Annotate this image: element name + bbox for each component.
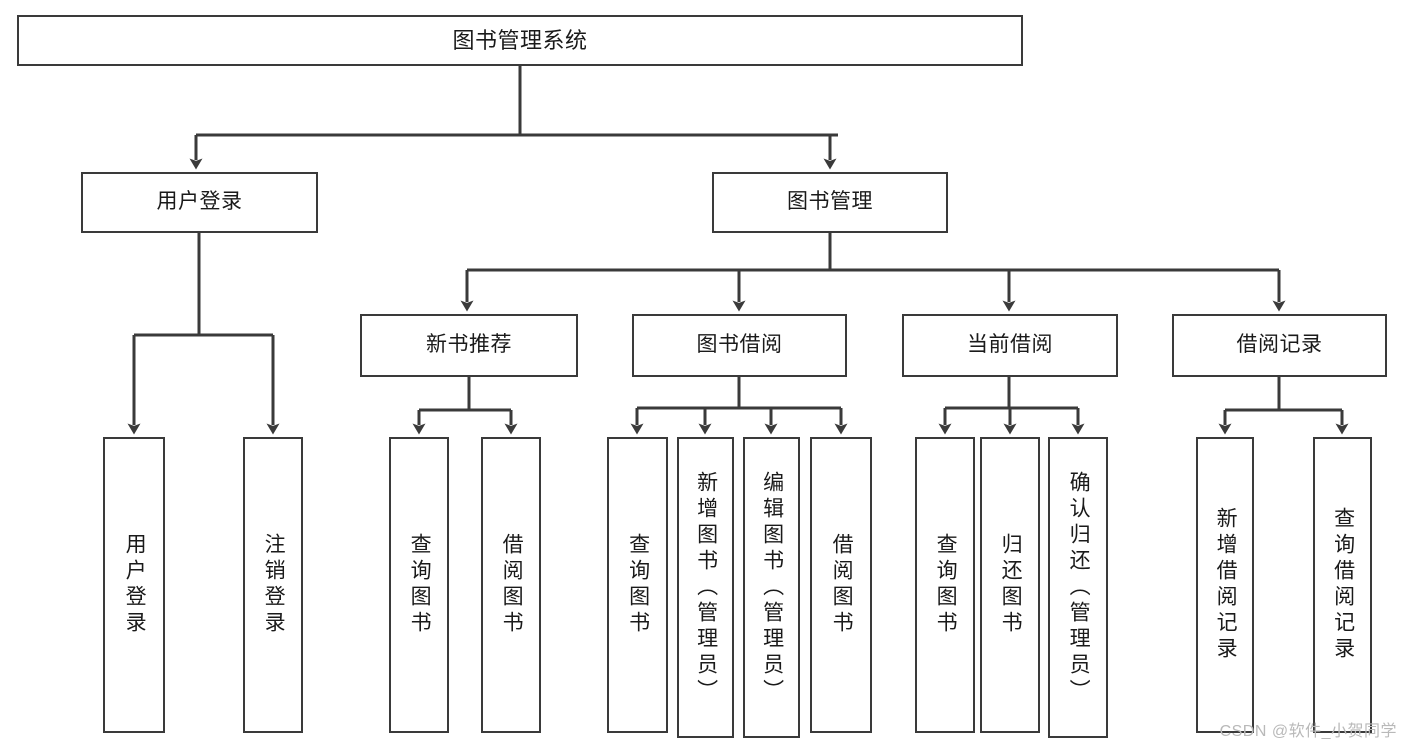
node-leaf-edit-book-label: 编辑图书（管理员） [760,470,784,705]
node-leaf-add-record-label: 新增借阅记录 [1214,507,1238,663]
node-leaf-return-book[interactable]: 归还图书 [980,437,1040,733]
node-new-book-rec-label: 新书推荐 [426,333,512,357]
node-leaf-query-book-cur-label: 查询图书 [934,533,958,637]
node-user-login[interactable]: 用户登录 [81,172,318,233]
node-leaf-user-login[interactable]: 用户登录 [103,437,165,733]
watermark-text: CSDN @软件_小贺同学 [1219,723,1397,740]
node-leaf-query-book-borrow-label: 查询图书 [626,533,650,637]
node-leaf-query-record-label: 查询借阅记录 [1331,507,1355,663]
node-leaf-borrow-book-rec-label: 借阅图书 [500,533,524,637]
node-leaf-query-book-cur[interactable]: 查询图书 [915,437,975,733]
node-leaf-query-book-borrow[interactable]: 查询图书 [607,437,668,733]
node-user-login-label: 用户登录 [156,190,243,214]
node-leaf-return-book-label: 归还图书 [999,533,1023,637]
node-leaf-confirm-return[interactable]: 确认归还（管理员） [1048,437,1108,738]
node-leaf-confirm-return-label: 确认归还（管理员） [1067,470,1091,705]
node-borrow-record-label: 借阅记录 [1236,333,1323,357]
node-current-borrow-label: 当前借阅 [967,333,1053,357]
node-leaf-edit-book[interactable]: 编辑图书（管理员） [743,437,800,738]
node-leaf-query-record[interactable]: 查询借阅记录 [1313,437,1372,733]
node-leaf-borrow-book-label: 借阅图书 [830,533,854,637]
node-current-borrow[interactable]: 当前借阅 [902,314,1118,377]
node-leaf-borrow-book[interactable]: 借阅图书 [810,437,872,733]
node-book-borrow[interactable]: 图书借阅 [632,314,847,377]
node-book-manage[interactable]: 图书管理 [712,172,948,233]
node-leaf-add-book[interactable]: 新增图书（管理员） [677,437,734,738]
node-book-manage-label: 图书管理 [787,190,873,214]
node-leaf-query-book-rec[interactable]: 查询图书 [389,437,449,733]
node-leaf-logout-label: 注销登录 [262,533,286,637]
node-leaf-logout[interactable]: 注销登录 [243,437,303,733]
node-new-book-rec[interactable]: 新书推荐 [360,314,578,377]
node-root[interactable]: 图书管理系统 [17,15,1023,66]
node-book-borrow-label: 图书借阅 [696,333,783,357]
node-leaf-add-book-label: 新增图书（管理员） [694,470,718,705]
node-leaf-user-login-label: 用户登录 [123,533,147,637]
node-leaf-borrow-book-rec[interactable]: 借阅图书 [481,437,541,733]
node-borrow-record[interactable]: 借阅记录 [1172,314,1387,377]
node-root-label: 图书管理系统 [452,27,588,53]
node-leaf-query-book-rec-label: 查询图书 [408,533,432,637]
node-leaf-add-record[interactable]: 新增借阅记录 [1196,437,1254,733]
